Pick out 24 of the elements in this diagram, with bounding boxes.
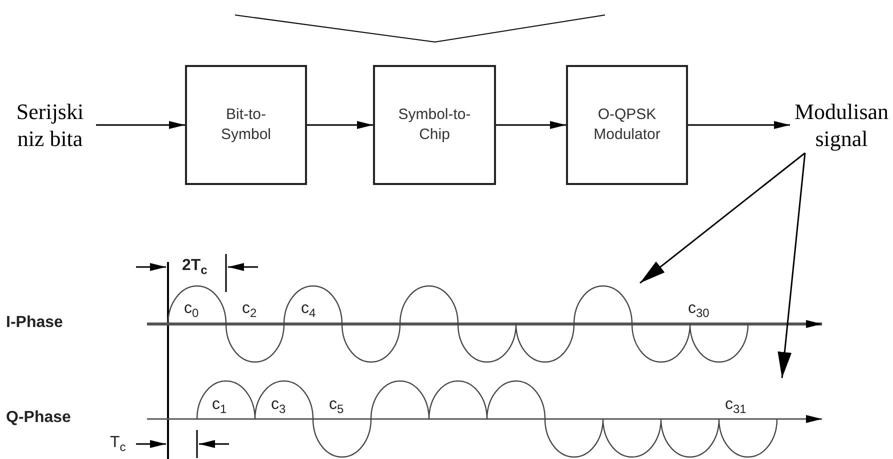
process-box: Bit-to-Symbol xyxy=(185,65,307,185)
arrow xyxy=(96,121,185,129)
arrow xyxy=(778,152,806,378)
arrow xyxy=(688,121,790,129)
chip-label: c$_{3}$ xyxy=(271,396,286,416)
chip-label: c$_{0}$ xyxy=(184,300,199,320)
chip-label: c$_{2}$ xyxy=(242,300,257,320)
process-box: Symbol-to-Chip xyxy=(373,65,496,185)
output-label: Modulisan signal xyxy=(790,97,893,153)
arrow xyxy=(496,121,566,129)
dimension-label: T$_{c}$ xyxy=(110,434,126,454)
chip-label: c$_{30}$ xyxy=(688,300,710,320)
chip-label: c$_{1}$ xyxy=(212,396,227,416)
arrow xyxy=(307,121,373,129)
process-box: O-QPSK Modulator xyxy=(566,65,688,185)
arrow xyxy=(640,152,806,284)
dimension-label: 2T$_{c}$ xyxy=(182,257,208,278)
chip-label: c$_{31}$ xyxy=(725,396,746,416)
axis-label: I-Phase xyxy=(6,314,63,332)
q-phase-waveform xyxy=(195,378,779,459)
input-label: Serijski niz bita xyxy=(4,97,96,153)
chip-label: c$_{5}$ xyxy=(329,396,344,416)
chip-label: c$_{4}$ xyxy=(301,300,316,320)
axis-label: Q-Phase xyxy=(6,409,71,427)
